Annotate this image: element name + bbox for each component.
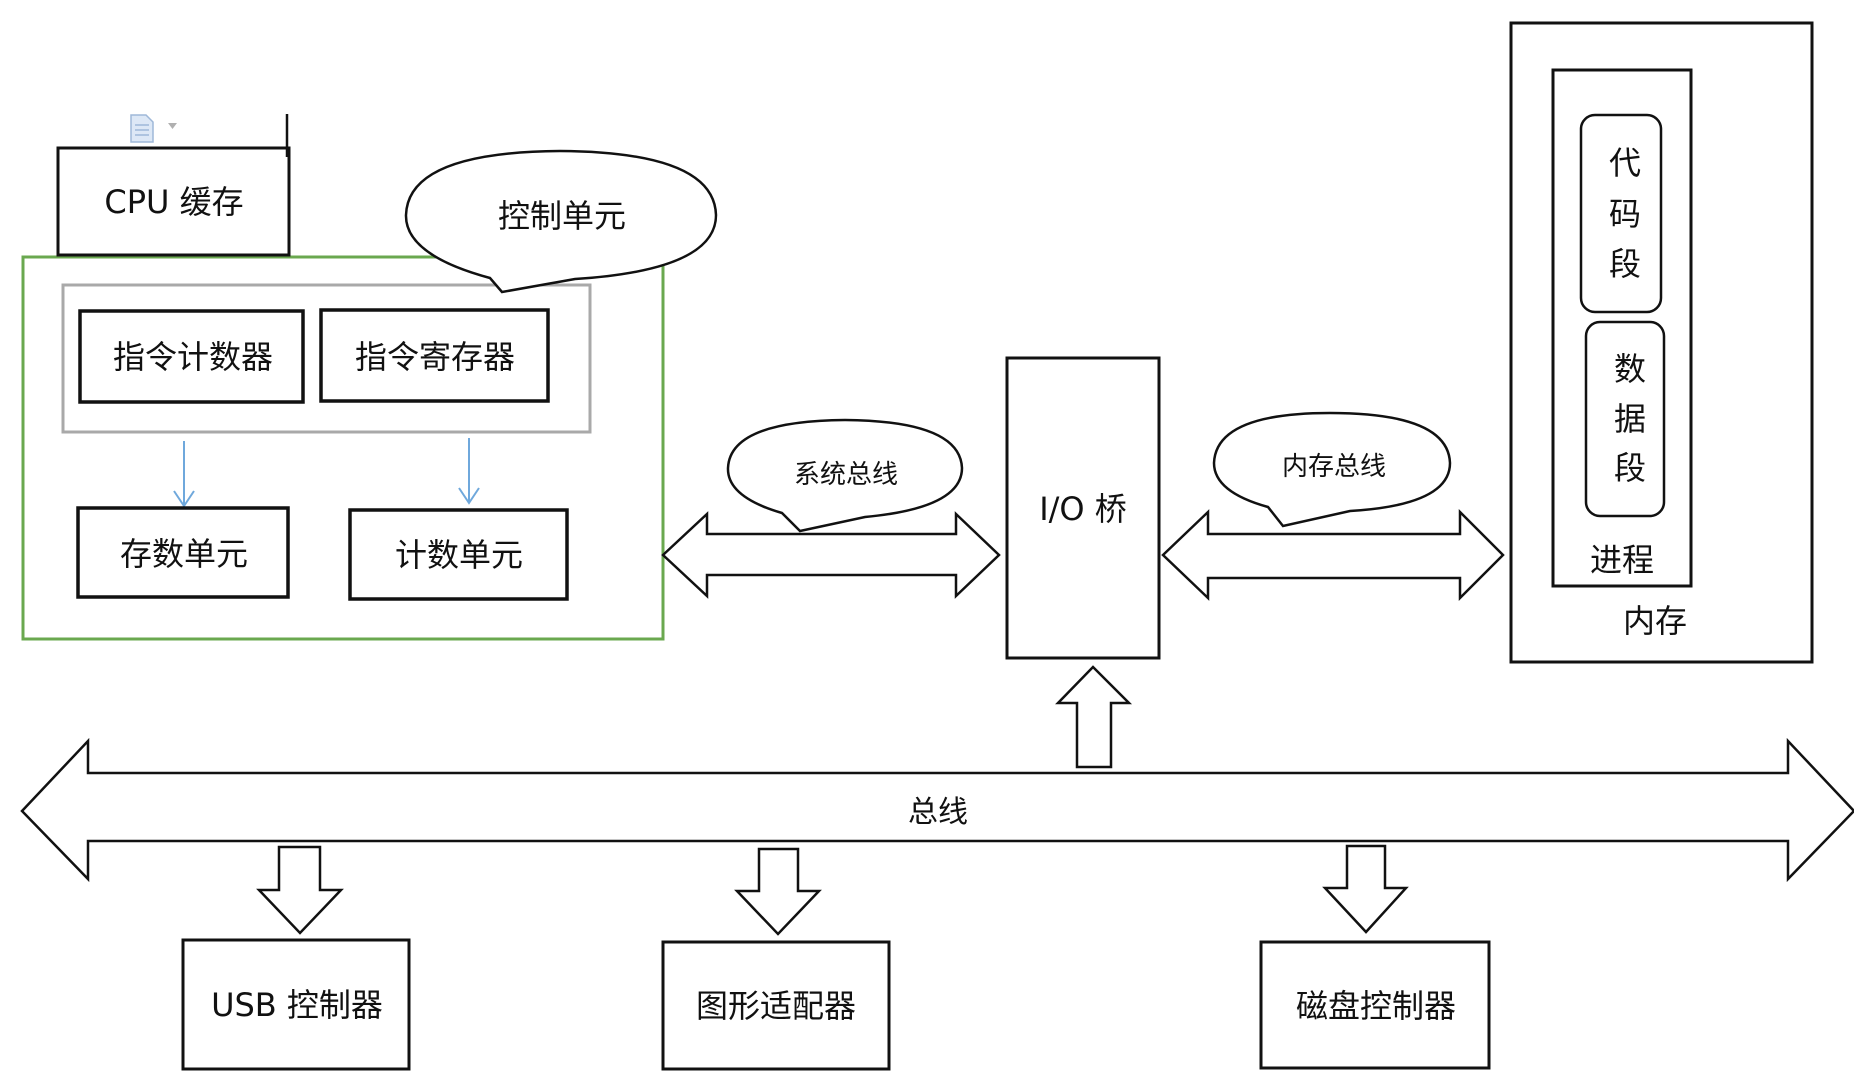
control-unit-label: 控制单元 — [497, 197, 627, 235]
program-counter-box — [78, 309, 305, 404]
usb-down-arrow — [256, 845, 344, 935]
code-segment-char-3: 段 — [1608, 245, 1642, 283]
memory-bus-bubble — [1212, 411, 1452, 528]
code-segment-char-2: 码 — [1608, 195, 1642, 233]
usb-controller-box — [181, 938, 411, 1071]
system-bus-bubble — [726, 418, 964, 533]
code-segment-box — [1579, 113, 1663, 314]
cpu-container — [21, 255, 665, 641]
document-icon — [130, 114, 177, 143]
blue-arrow-right — [458, 438, 480, 505]
disk-down-arrow — [1322, 844, 1409, 934]
system-bus-label: 系统总线 — [793, 460, 899, 490]
blue-arrow-left — [173, 441, 195, 508]
instruction-register-label: 指令寄存器 — [354, 338, 516, 376]
store-unit-label: 存数单元 — [119, 535, 249, 573]
data-segment-char-3: 段 — [1613, 449, 1647, 487]
disk-controller-label: 磁盘控制器 — [1295, 987, 1457, 1025]
data-segment-char-2: 据 — [1613, 400, 1647, 438]
cpu-cache-label: CPU 缓存 — [104, 183, 244, 221]
io-bridge-up-arrow — [1055, 665, 1133, 769]
calc-unit-box — [348, 508, 569, 601]
data-segment-char-1: 数 — [1613, 350, 1647, 388]
code-segment-char-1: 代 — [1608, 144, 1642, 182]
main-bus-arrow — [20, 737, 1854, 883]
calc-unit-label: 计数单元 — [394, 536, 524, 574]
program-counter-label: 指令计数器 — [112, 338, 274, 376]
io-bridge-label: I/O 桥 — [1039, 490, 1127, 528]
process-label: 进程 — [1589, 541, 1655, 579]
instruction-register-box — [319, 308, 550, 403]
main-bus-label: 总线 — [908, 795, 968, 830]
disk-controller-box — [1259, 940, 1491, 1070]
data-segment-box — [1584, 320, 1666, 518]
memory-label: 内存 — [1622, 602, 1688, 640]
usb-controller-label: USB 控制器 — [211, 986, 383, 1024]
graphics-adapter-box — [661, 940, 891, 1071]
graphics-down-arrow — [734, 847, 822, 936]
control-unit-bubble — [404, 149, 718, 294]
memory-bus-label: 内存总线 — [1281, 452, 1387, 482]
cpu-cache-box — [56, 146, 291, 257]
graphics-adapter-label: 图形适配器 — [695, 987, 857, 1025]
memory-bus-arrow — [1161, 508, 1505, 602]
system-bus-arrow — [661, 511, 1001, 599]
register-group — [61, 283, 592, 434]
store-unit-box — [76, 506, 290, 599]
io-bridge-box — [1005, 356, 1161, 660]
